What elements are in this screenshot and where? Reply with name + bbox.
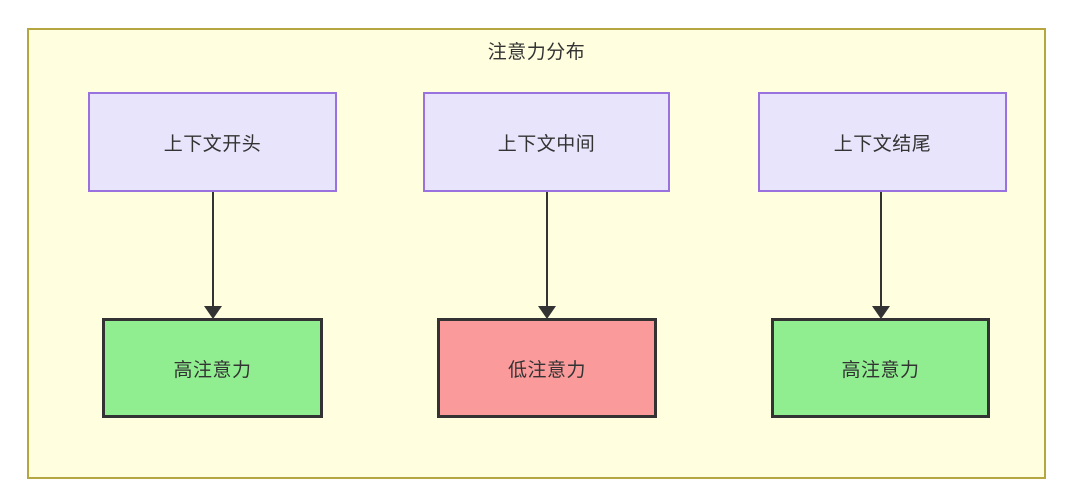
edge-line-1 <box>212 192 214 308</box>
node-low-attention-middle[interactable]: 低注意力 <box>437 318 657 418</box>
edge-arrowhead-3 <box>872 306 890 319</box>
node-context-end[interactable]: 上下文结尾 <box>758 92 1007 192</box>
attention-distribution-subgraph: 注意力分布 上下文开头 高注意力 上下文中间 低注意力 上下文结尾 高注意力 <box>27 28 1046 479</box>
subgraph-title: 注意力分布 <box>487 42 586 63</box>
edge-line-2 <box>546 192 548 308</box>
node-high-attention-end-label: 高注意力 <box>841 359 920 381</box>
node-context-beginning[interactable]: 上下文开头 <box>88 92 337 192</box>
edge-arrowhead-2 <box>538 306 556 319</box>
node-context-beginning-label: 上下文开头 <box>163 133 262 155</box>
edge-line-3 <box>880 192 882 308</box>
node-low-attention-middle-label: 低注意力 <box>507 359 586 381</box>
node-context-middle-label: 上下文中间 <box>497 133 596 155</box>
node-high-attention-start-label: 高注意力 <box>173 359 252 381</box>
node-high-attention-start[interactable]: 高注意力 <box>102 318 323 418</box>
edge-arrowhead-1 <box>204 306 222 319</box>
node-high-attention-end[interactable]: 高注意力 <box>771 318 990 418</box>
node-context-end-label: 上下文结尾 <box>833 133 932 155</box>
node-context-middle[interactable]: 上下文中间 <box>423 92 670 192</box>
